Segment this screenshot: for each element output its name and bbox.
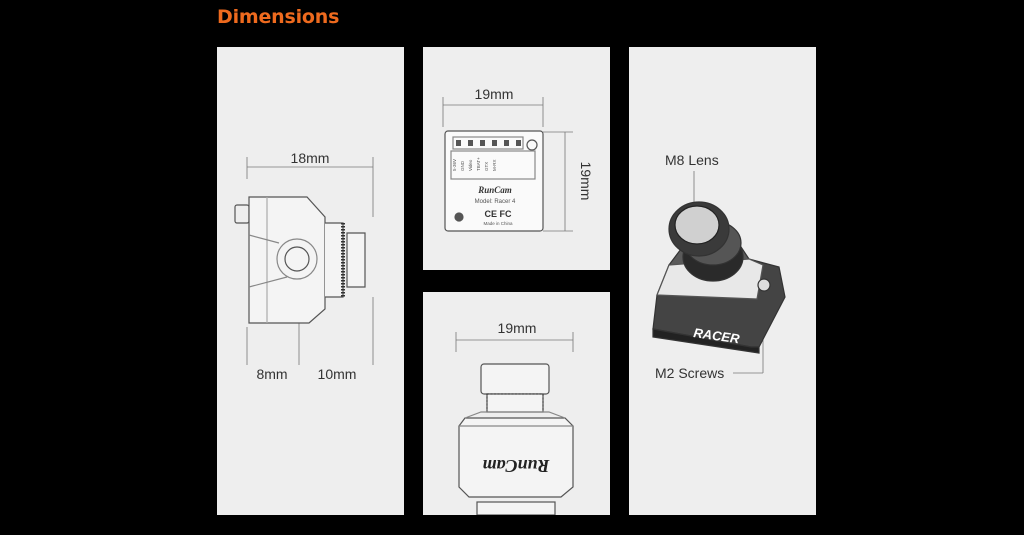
iso-brand-label: RACER	[693, 325, 741, 346]
right-dimension-label: 10mm	[318, 366, 357, 382]
pin-label: TBAT+	[476, 157, 481, 171]
left-dimension-label: 8mm	[256, 366, 287, 382]
camera-side-drawing	[234, 196, 366, 324]
top-view-panel: 19mm RunCam	[423, 292, 610, 515]
camera-top-drawing	[458, 363, 574, 515]
brand-label: RunCam	[477, 185, 512, 195]
camera-back-drawing	[444, 130, 544, 232]
model-label: Model: Racer 4	[475, 199, 516, 205]
camera-iso-drawing	[652, 201, 786, 354]
back-view-panel: 19mm 19mm 5-36V GND Video TBAT+ GTX M-RX	[423, 47, 610, 270]
pin-label: GND	[460, 160, 465, 171]
side-view-diagram: 18mm 8mm 10mm	[234, 150, 374, 382]
cert-label: CE FC	[485, 209, 513, 219]
pin-label: 5-36V	[452, 159, 457, 171]
page-title: Dimensions	[217, 6, 340, 28]
pin-label: Video	[468, 159, 473, 171]
width-dimension-label: 18mm	[291, 150, 330, 166]
origin-label: Made in China	[483, 221, 513, 226]
screw-label: M2 Screws	[655, 365, 724, 381]
side-view-panel: 18mm 8mm 10mm	[217, 47, 404, 515]
back-width-label: 19mm	[475, 86, 514, 102]
top-brand-label: RunCam	[482, 456, 550, 476]
pin-label: M-RX	[492, 160, 497, 172]
back-view-diagram: 19mm 19mm 5-36V GND Video TBAT+ GTX M-RX	[442, 86, 594, 232]
iso-view-panel: M8 Lens M2 Screws RACER	[629, 47, 816, 515]
top-view-diagram: 19mm RunCam	[455, 320, 574, 515]
pin-label: GTX	[484, 162, 489, 171]
iso-view-diagram: M8 Lens M2 Screws RACER	[652, 152, 786, 381]
lens-label: M8 Lens	[665, 152, 719, 168]
back-height-label: 19mm	[578, 162, 594, 201]
top-width-label: 19mm	[498, 320, 537, 336]
